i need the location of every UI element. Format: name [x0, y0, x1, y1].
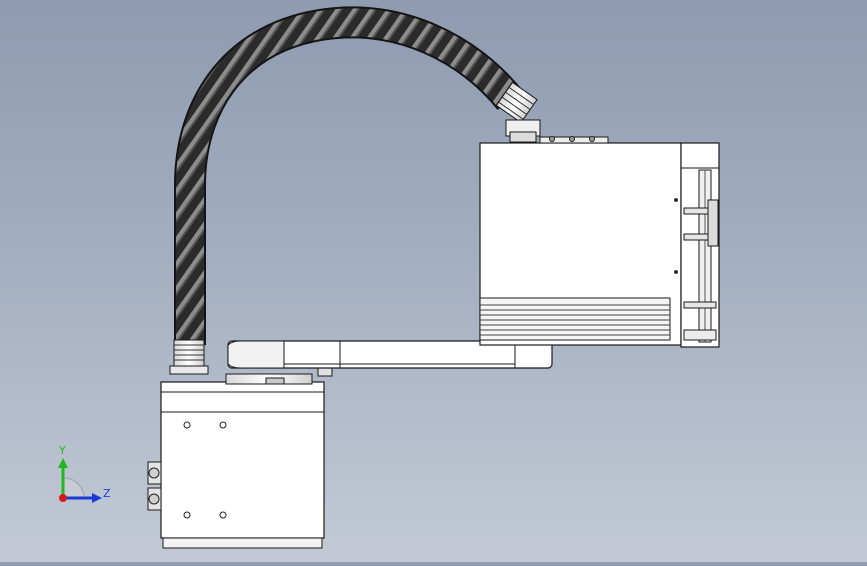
- robot-arm-link[interactable]: [227, 340, 553, 369]
- robot-head-unit[interactable]: [479, 136, 682, 346]
- cable-hose[interactable]: [174, 6, 523, 345]
- robot-base-unit[interactable]: [147, 381, 325, 549]
- x-axis-dot: [59, 494, 67, 502]
- view-orientation-triad: Y Z: [58, 444, 111, 503]
- hose-base-connector: [169, 339, 209, 375]
- y-axis-label: Y: [58, 444, 66, 457]
- linear-guide-rail: [680, 142, 720, 348]
- base-top-flange: [225, 365, 333, 385]
- head-cooling-fins: [479, 297, 671, 341]
- z-axis-label: Z: [103, 487, 111, 500]
- hose-top-connector: [495, 81, 541, 143]
